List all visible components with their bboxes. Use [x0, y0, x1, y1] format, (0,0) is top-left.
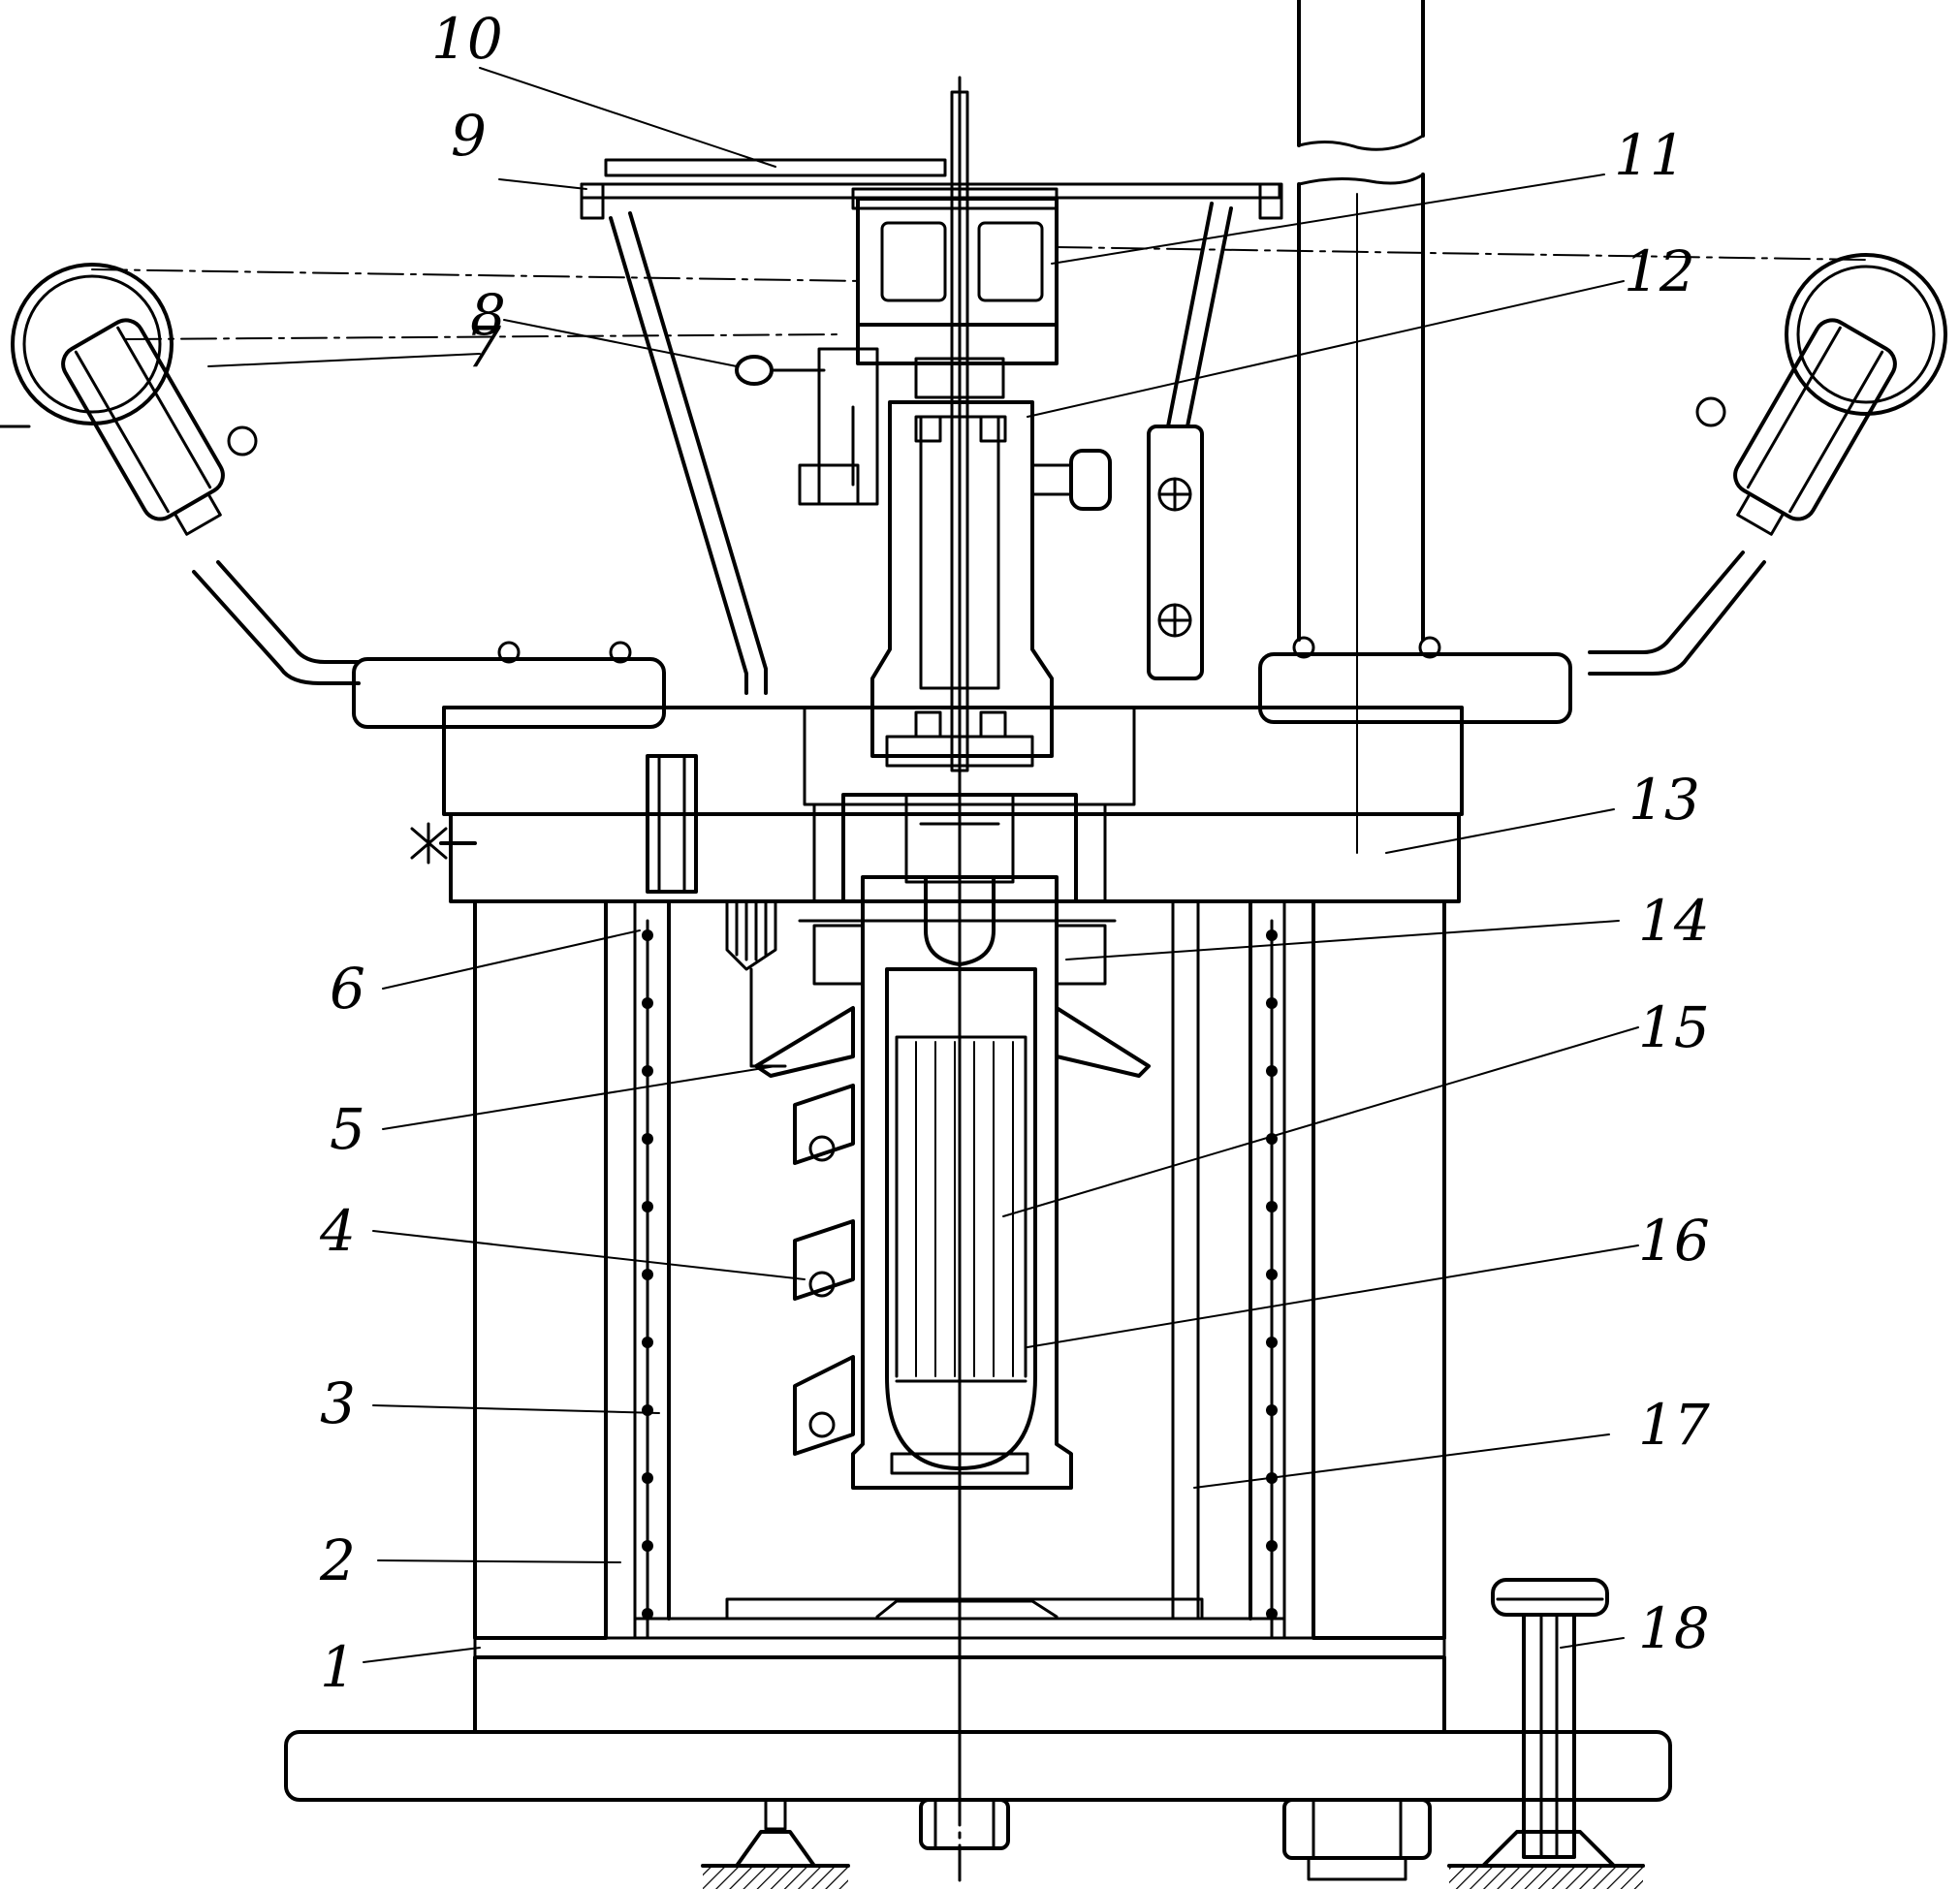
coil-dot — [1266, 997, 1278, 1009]
label-7: 7 — [465, 314, 501, 380]
label-6: 6 — [330, 956, 365, 1022]
label-4: 4 — [319, 1198, 356, 1264]
lamp-bracket-right — [1258, 636, 1572, 724]
lid — [410, 706, 1464, 1068]
coil-dot — [1266, 1337, 1278, 1348]
coil-dot — [1266, 1133, 1278, 1145]
coil-dot — [1266, 929, 1278, 941]
label-5: 5 — [330, 1096, 365, 1162]
label-15: 15 — [1638, 994, 1710, 1060]
coil-dot — [642, 1472, 653, 1484]
lamp-bracket-left — [352, 641, 666, 729]
leader-lines — [207, 67, 1639, 1663]
label-10: 10 — [431, 6, 503, 72]
label-3: 3 — [320, 1370, 356, 1436]
coil-dot — [1266, 1065, 1278, 1077]
coil-dot — [642, 1540, 653, 1552]
label-13: 13 — [1628, 767, 1700, 833]
lamp-left-7 — [0, 263, 361, 685]
leveling-foot-left — [701, 1798, 850, 1889]
lamp-right-7 — [1588, 253, 1947, 676]
label-17: 17 — [1638, 1392, 1710, 1458]
label-12: 12 — [1624, 238, 1695, 304]
coil-dot — [1266, 1201, 1278, 1212]
coil-dot — [642, 929, 653, 941]
label-2: 2 — [319, 1527, 356, 1593]
label-16: 16 — [1638, 1208, 1710, 1274]
coil-dots — [642, 929, 1278, 1620]
center-bolt-foot — [919, 1798, 1010, 1850]
coil-dot — [1266, 1269, 1278, 1280]
coil-dot — [642, 1337, 653, 1348]
label-9: 9 — [451, 103, 487, 169]
coil-dot — [642, 1404, 653, 1416]
base-plate — [284, 1730, 1672, 1802]
optical-paths — [91, 246, 1867, 340]
nut-right — [1282, 1798, 1432, 1881]
support-column — [1297, 0, 1425, 854]
drive-column — [580, 76, 1283, 1882]
coil-dot — [1266, 1540, 1278, 1552]
coil-dot — [642, 1608, 653, 1620]
label-14: 14 — [1638, 888, 1710, 954]
coil-dot — [642, 1065, 653, 1077]
coil-dot — [1266, 1404, 1278, 1416]
sample-cylinder-15 — [895, 1035, 1027, 1383]
label-18: 18 — [1638, 1595, 1710, 1661]
label-8: 8 — [470, 282, 506, 348]
part-labels: 1 2 3 4 5 6 7 8 9 10 11 12 13 14 15 16 1… — [319, 6, 1710, 1700]
coil-dot — [1266, 1472, 1278, 1484]
label-11: 11 — [1614, 122, 1686, 188]
coil-dot — [642, 997, 653, 1009]
coil-dot — [642, 1133, 653, 1145]
electrode-5 — [725, 899, 787, 1068]
label-1: 1 — [320, 1634, 356, 1700]
coil-dot — [642, 1269, 653, 1280]
leveling-screw-18 — [1447, 1578, 1645, 1889]
coil-dot — [1266, 1608, 1278, 1620]
coil-dot — [642, 1201, 653, 1212]
crucible — [754, 875, 1151, 1490]
